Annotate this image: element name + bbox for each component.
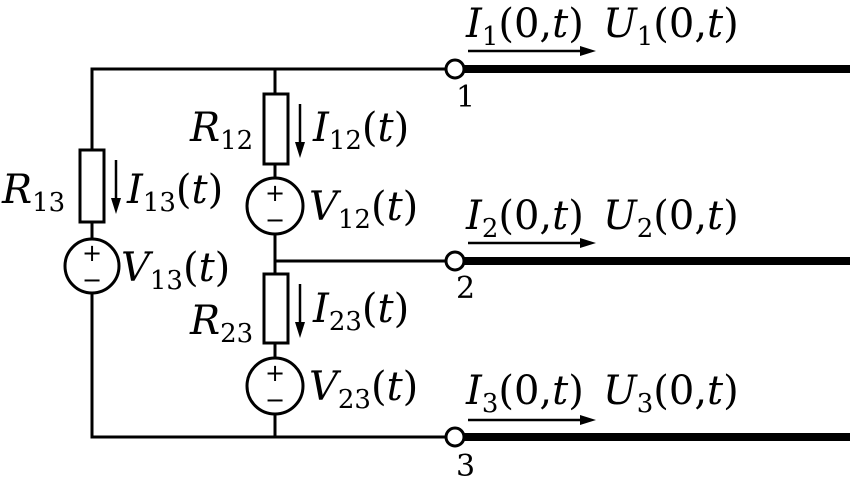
label-i12: I12(t): [312, 105, 409, 156]
label-i1: I1(0,t): [465, 1, 584, 52]
source-v12: + −: [245, 176, 305, 236]
label-r23: R23: [189, 298, 253, 349]
terminal-3-number: 3: [456, 449, 475, 481]
source-v23-circle: [245, 356, 305, 416]
source-v23-minus: −: [265, 386, 285, 414]
label-u3: U3(0,t): [603, 368, 739, 419]
source-v13-minus: −: [82, 266, 102, 294]
line-current-arrows: [468, 46, 596, 425]
arrow-i23: [295, 284, 305, 338]
resistors: [78, 92, 290, 345]
label-i13: I13(t): [126, 167, 223, 218]
resistor-r12: [262, 92, 290, 166]
source-v12-minus: −: [265, 206, 285, 234]
source-v23: + −: [245, 356, 305, 416]
resistor-r13: [78, 148, 106, 224]
label-r12: R12: [189, 105, 253, 156]
terminal-2-node: [444, 250, 466, 272]
source-v13: + −: [63, 237, 121, 295]
arrow-i13: [111, 160, 121, 214]
terminal-2-number: 2: [456, 271, 475, 306]
source-v12-circle: [245, 176, 305, 236]
label-u1: U1(0,t): [603, 1, 739, 52]
label-v12: V12(t): [309, 184, 418, 235]
label-i23: I23(t): [312, 286, 409, 337]
current-arrows: [111, 104, 305, 338]
arrow-i1: [468, 46, 596, 56]
transmission-lines: [462, 65, 850, 441]
terminal-3-node: [444, 426, 466, 448]
resistor-r23: [262, 272, 290, 345]
arrow-i12: [295, 104, 305, 158]
terminal-1-number: 1: [456, 80, 475, 115]
terminals: 1 2 3: [444, 58, 475, 481]
terminal-1-node: [444, 58, 466, 80]
label-i3: I3(0,t): [465, 368, 584, 419]
source-v23-plus: +: [265, 359, 285, 387]
label-u2: U2(0,t): [603, 193, 739, 244]
source-v12-plus: +: [265, 179, 285, 207]
wires: [90, 67, 449, 439]
label-r13: R13: [1, 167, 65, 218]
label-i2: I2(0,t): [465, 193, 584, 244]
source-v13-plus: +: [82, 239, 102, 267]
voltage-sources: + − + − + −: [63, 176, 305, 416]
arrow-i3: [468, 415, 596, 425]
arrow-i2: [468, 238, 596, 248]
source-v13-circle: [63, 237, 121, 295]
label-v13: V13(t): [121, 245, 230, 296]
label-v23: V23(t): [309, 364, 418, 415]
